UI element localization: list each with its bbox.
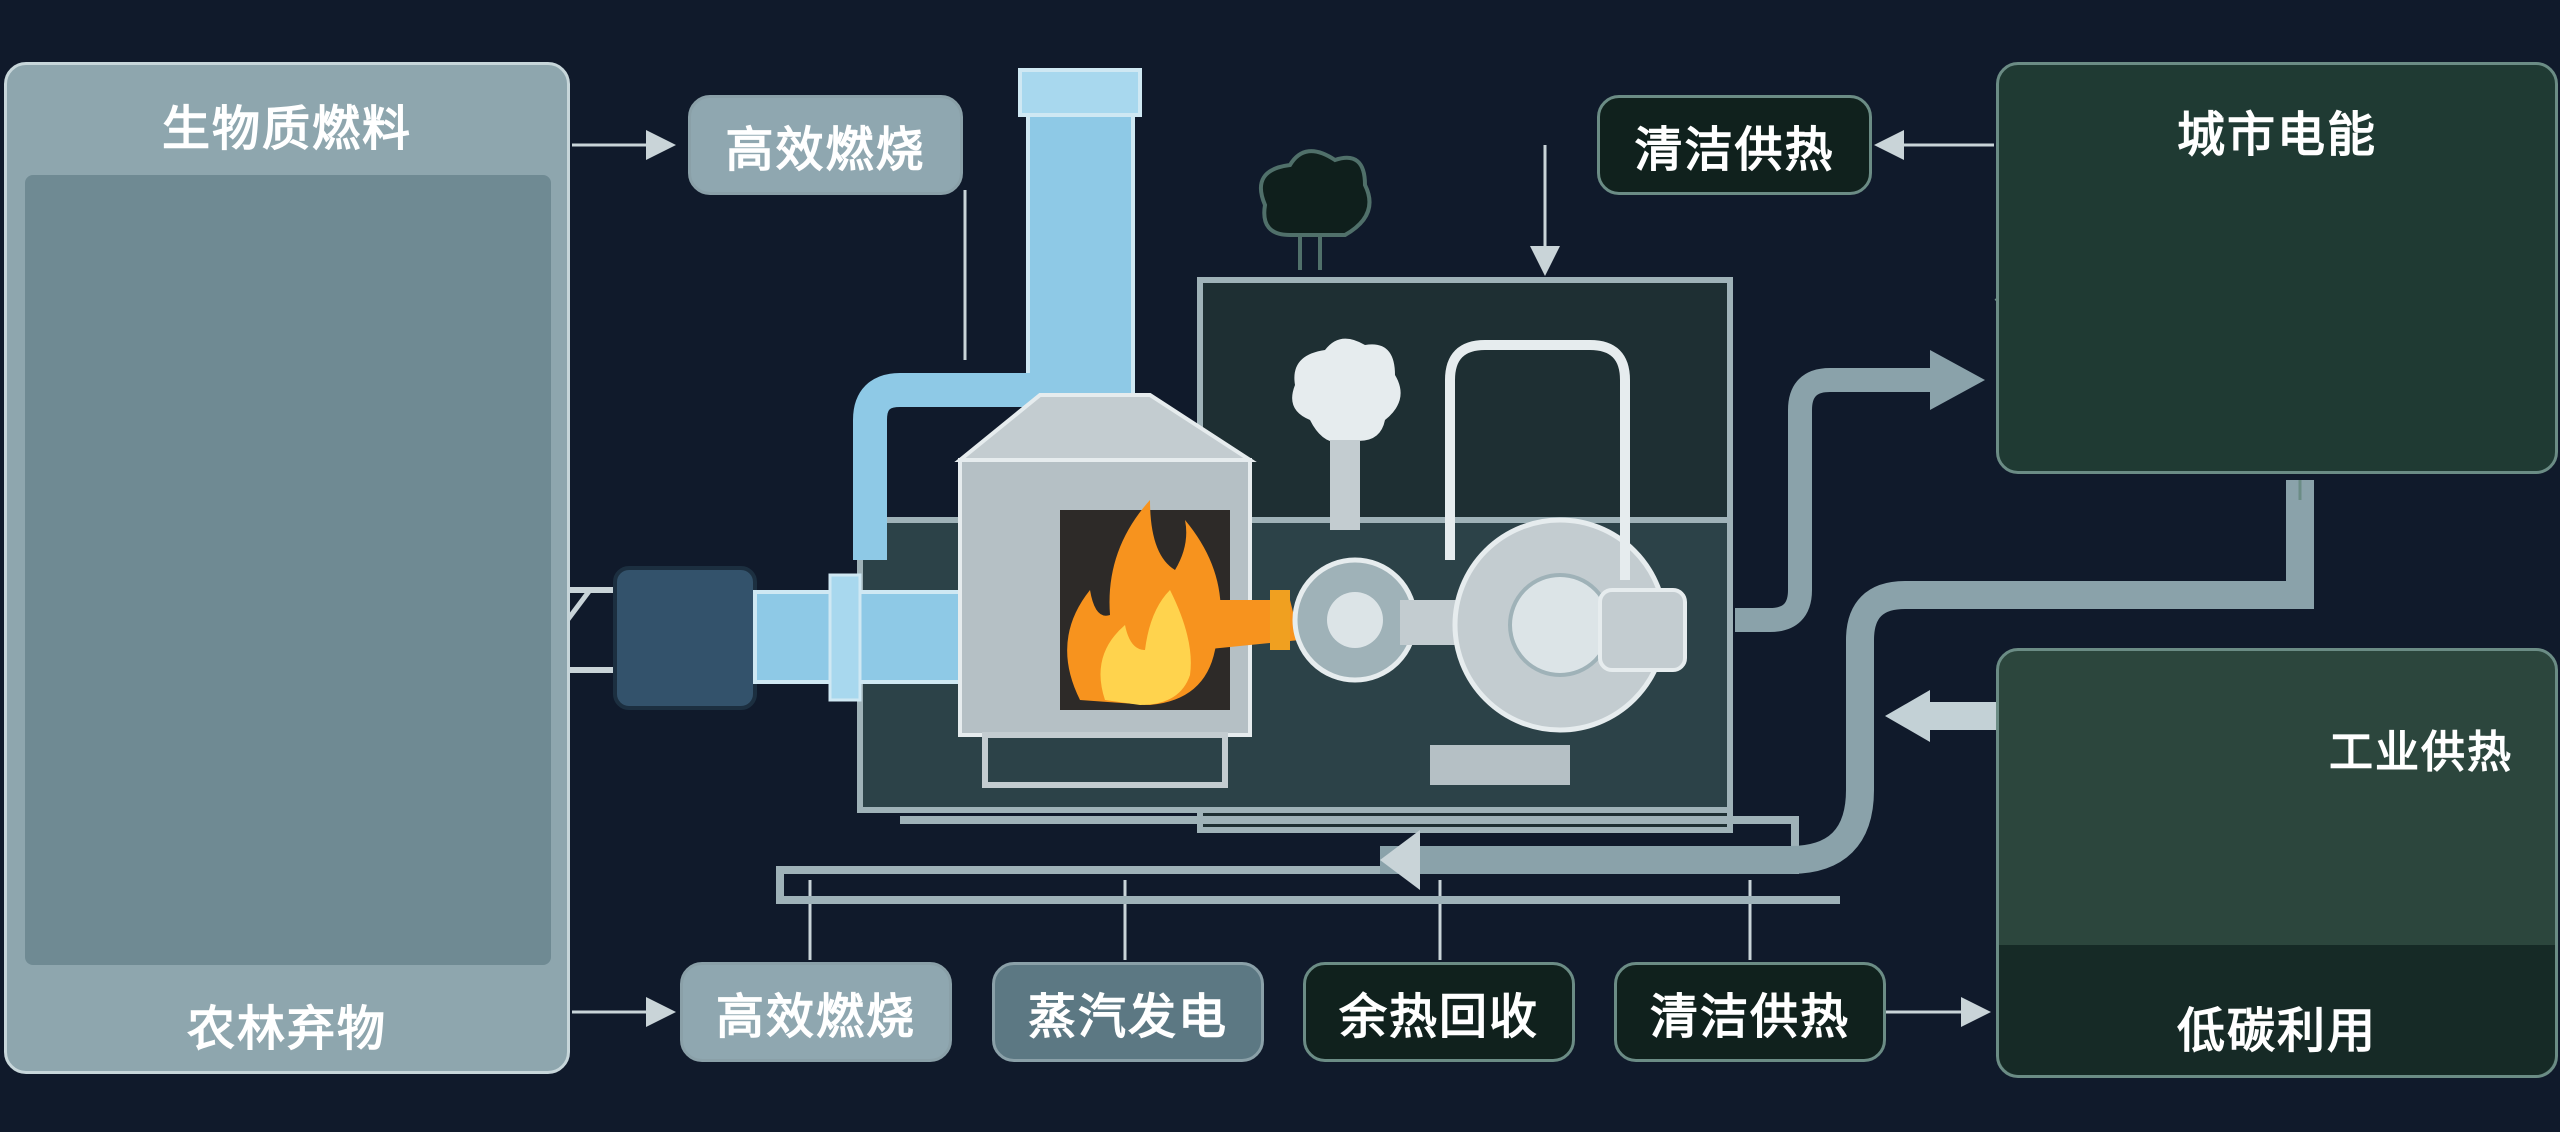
feed-pipe <box>753 590 987 684</box>
biomass-panel: 生物质燃料 农林弃物 <box>4 62 570 1074</box>
chimney <box>1026 108 1135 412</box>
clean-heating-pill-bottom: 清洁供热 <box>1614 962 1886 1062</box>
outlet-pipe <box>1735 368 1940 632</box>
biomass-fuel-title: 生物质燃料 <box>161 101 412 157</box>
industrial-heating-label: 工业供热 <box>2329 727 2513 778</box>
industrial-panel: 工业供热 低碳利用 <box>1996 648 2558 1078</box>
smoke-icon <box>1259 149 1372 237</box>
urban-power-panel: 城市电能 <box>1996 62 2558 474</box>
industrial-arrow <box>1885 690 1930 742</box>
chimney-cap <box>1018 68 1142 117</box>
clean-heating-pill-top: 清洁供热 <box>1597 95 1872 195</box>
return-pipe <box>1380 480 2314 874</box>
low-carbon-title: 低碳利用 <box>2176 1003 2377 1059</box>
feed-loop-pipe <box>853 373 1030 560</box>
biomass-panel-inner <box>25 175 551 965</box>
steam-icon <box>1292 338 1401 443</box>
outlet-arrow <box>1930 350 1985 410</box>
feed-motor <box>613 566 757 710</box>
urban-power-title: 城市电能 <box>2176 107 2377 163</box>
waste-heat-recovery-pill: 余热回收 <box>1303 962 1575 1062</box>
efficient-combustion-pill-bottom: 高效燃烧 <box>680 962 952 1062</box>
agri-forest-waste-title: 农林弃物 <box>186 1001 387 1057</box>
plant-base-frame <box>776 816 1840 904</box>
industrial-panel-footer <box>1999 945 2555 1075</box>
steam-loop-pipe <box>1445 340 1630 580</box>
efficient-combustion-pill-top: 高效燃烧 <box>688 95 963 195</box>
steam-power-pill: 蒸汽发电 <box>992 962 1264 1062</box>
return-arrow <box>1380 830 1420 890</box>
